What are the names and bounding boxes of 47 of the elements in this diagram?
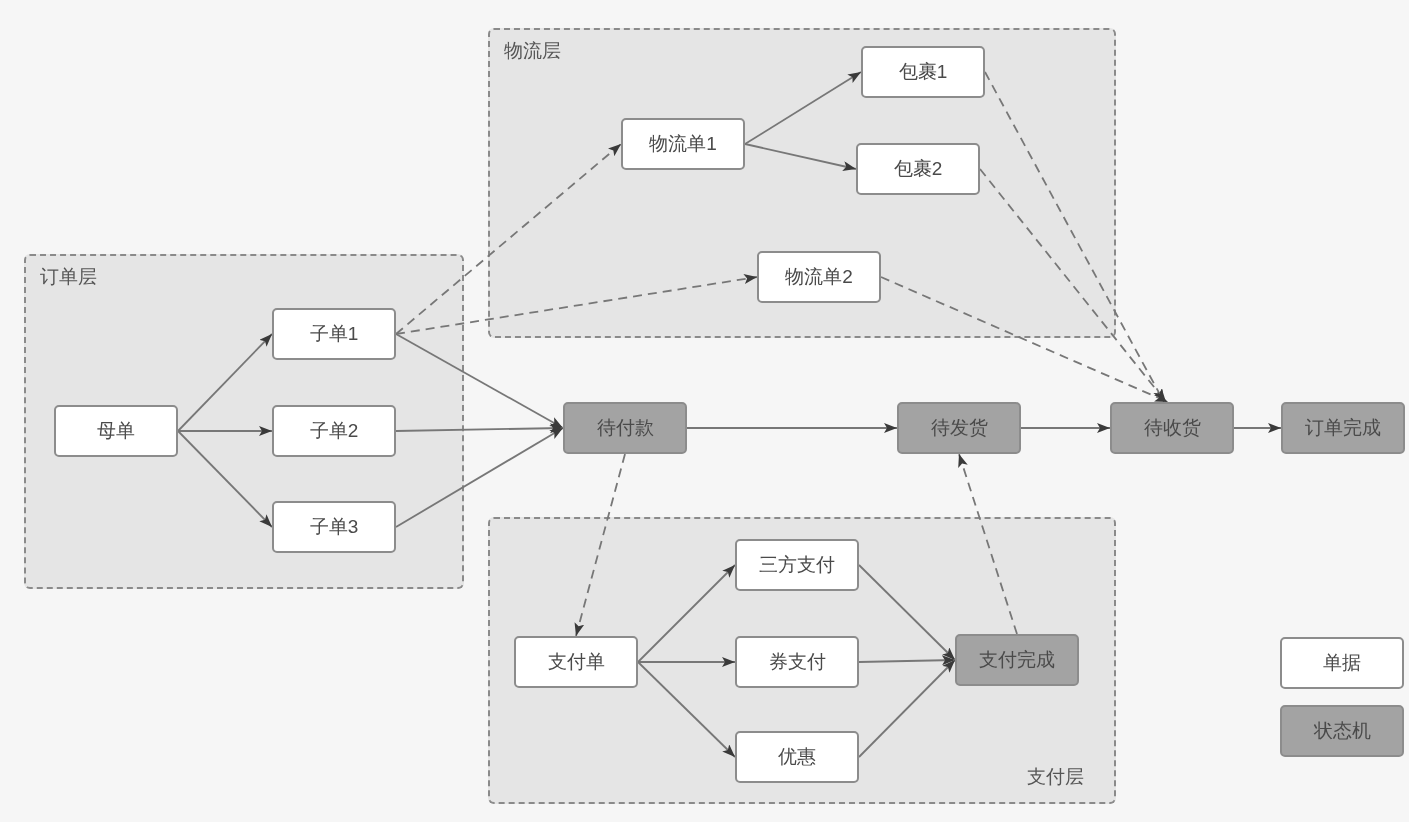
- layer-panel: [24, 254, 464, 589]
- legend-label: 单据: [1323, 651, 1361, 675]
- state-box: 订单完成: [1281, 402, 1405, 454]
- document-box: 物流单2: [757, 251, 881, 303]
- arrow: [880, 276, 1169, 403]
- panel-title: 订单层: [40, 266, 97, 288]
- arrow: [395, 333, 564, 429]
- arrow: [744, 71, 862, 145]
- document-box: 三方支付: [735, 539, 859, 591]
- document-box: 物流单1: [621, 118, 745, 170]
- arrow: [177, 430, 273, 528]
- document-box: 包裹1: [861, 46, 985, 98]
- arrow: [637, 661, 736, 758]
- state-box: 待发货: [897, 402, 1021, 454]
- arrow: [1233, 423, 1282, 433]
- arrow: [686, 423, 898, 433]
- arrow: [395, 427, 564, 528]
- arrow: [574, 453, 626, 637]
- document-box: 子单1: [272, 308, 396, 360]
- document-box: 子单2: [272, 405, 396, 457]
- panel-title: 物流层: [504, 40, 561, 62]
- document-box: 支付单: [514, 636, 638, 688]
- arrow: [858, 659, 956, 758]
- arrow: [958, 453, 1018, 635]
- arrow: [395, 274, 758, 335]
- arrow: [177, 426, 273, 436]
- arrow: [744, 143, 857, 171]
- arrow: [858, 655, 956, 666]
- layer-panel: [488, 517, 1116, 804]
- layer-panel: [488, 28, 1116, 338]
- state-box: 待收货: [1110, 402, 1234, 454]
- panel-title: 支付层: [1027, 766, 1084, 788]
- legend-label: 状态机: [1313, 719, 1371, 743]
- arrow: [637, 564, 736, 663]
- arrow: [395, 423, 564, 434]
- arrow: [858, 564, 956, 661]
- arrow: [1020, 423, 1111, 433]
- state-box: 待付款: [563, 402, 687, 454]
- document-box: 包裹2: [856, 143, 980, 195]
- arrow: [177, 333, 273, 432]
- document-box: 子单3: [272, 501, 396, 553]
- document-box: 母单: [54, 405, 178, 457]
- document-box: 优惠: [735, 731, 859, 783]
- document-box: 券支付: [735, 636, 859, 688]
- arrow: [637, 657, 736, 667]
- arrow: [395, 143, 622, 335]
- state-box: 支付完成: [955, 634, 1079, 686]
